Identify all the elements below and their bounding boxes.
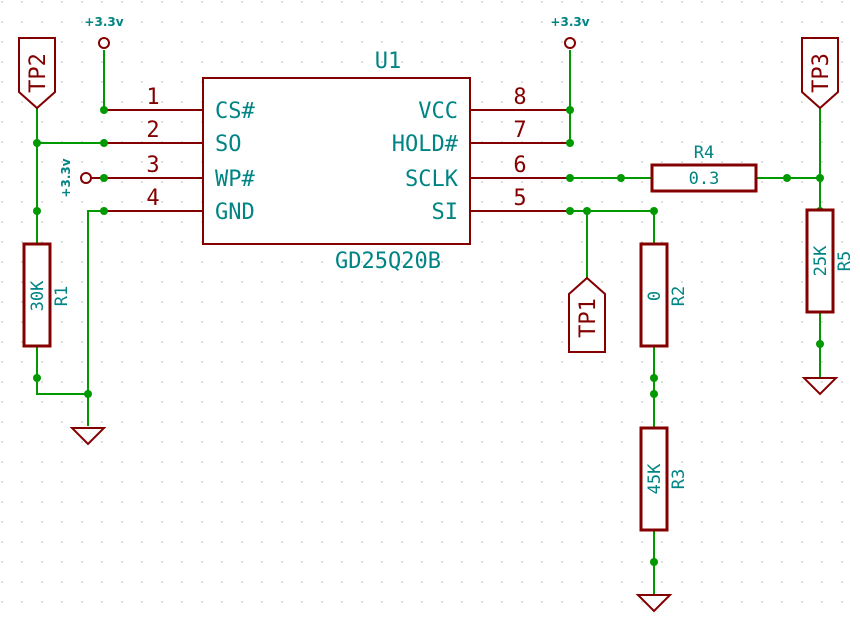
test-point-label: TP2	[26, 53, 51, 93]
ic-ref: U1	[375, 49, 402, 74]
junction-dot	[650, 374, 658, 382]
resistor-value: 0	[645, 291, 665, 301]
power-label-left: +3.3v	[84, 15, 123, 29]
junction-dot	[566, 207, 574, 215]
test-point-label: TP1	[576, 298, 601, 338]
junction-dot	[783, 174, 791, 182]
test-point-flag-icon	[801, 37, 839, 110]
resistor-r3: 45K R3	[639, 426, 689, 532]
pin-5-name: SI	[432, 200, 459, 225]
junction-dot	[566, 139, 574, 147]
junction-dot	[650, 207, 658, 215]
junction-dot	[617, 174, 625, 182]
resistor-body	[639, 242, 669, 348]
test-point-flag-icon	[18, 37, 56, 110]
pin-6-number: 6	[513, 153, 526, 178]
ic-u1: U1 GD25Q20B 1 2 3 4 CS# SO WP# GND 8 7 6…	[104, 49, 570, 274]
junction-dot	[650, 390, 658, 398]
junction-dot	[816, 174, 824, 182]
power-terminal-icon	[80, 172, 92, 184]
ground-r5	[801, 377, 839, 396]
resistor-ref: R3	[669, 469, 689, 489]
junction-dot	[650, 558, 658, 566]
junction-dot	[816, 340, 824, 348]
pin-2-number: 2	[146, 118, 159, 143]
resistor-body	[650, 163, 758, 193]
pin-5-number: 5	[513, 186, 526, 211]
resistor-body	[22, 242, 52, 348]
pin-3-name: WP#	[215, 167, 255, 192]
test-point-label: TP3	[809, 53, 834, 93]
resistor-r1: 30K R1	[22, 242, 72, 348]
pin-4-name: GND	[215, 200, 255, 225]
power-label-right: +3.3v	[550, 15, 589, 29]
junction-dot	[100, 106, 108, 114]
pin-8-name: VCC	[418, 99, 458, 124]
resistor-value: 0.3	[689, 169, 720, 189]
power-label-wp: +3.3v	[59, 158, 73, 197]
resistor-value: 45K	[645, 463, 665, 494]
power-right-top: +3.3v	[550, 15, 590, 49]
wire-r1-gnd	[36, 346, 88, 395]
resistor-body	[639, 426, 669, 532]
test-point-tp2: TP2	[18, 37, 56, 110]
resistor-value: 30K	[28, 280, 48, 311]
resistor-ref: R1	[52, 286, 72, 306]
pin-6-name: SCLK	[405, 167, 459, 192]
resistor-r4: 0.3 R4	[650, 143, 758, 193]
resistor-ref: R5	[835, 251, 855, 271]
power-terminal-icon	[98, 37, 110, 49]
resistor-ref: R2	[669, 286, 689, 306]
ic-part-number: GD25Q20B	[335, 249, 441, 274]
resistor-value: 25K	[811, 245, 831, 276]
junction-dot	[566, 174, 574, 182]
junction-dot	[566, 106, 574, 114]
power-terminal-icon	[564, 37, 576, 49]
ground-left	[69, 427, 107, 446]
junction-dot	[33, 374, 41, 382]
test-point-tp1: TP1	[568, 276, 606, 353]
ground-icon	[69, 427, 107, 446]
power-wp: +3.3v	[59, 158, 104, 198]
pin-4-number: 4	[146, 186, 159, 211]
power-left-top: +3.3v	[84, 15, 124, 49]
junction-dot	[583, 207, 591, 215]
junction-dot	[33, 139, 41, 147]
pin-2-name: SO	[215, 132, 242, 157]
ground-r3	[635, 594, 673, 613]
pin-1-name: CS#	[215, 99, 255, 124]
junctions	[33, 106, 824, 566]
pin-3-number: 3	[146, 153, 159, 178]
ic-body	[202, 77, 471, 245]
pin-8-number: 8	[513, 85, 526, 110]
resistor-r2: 0 R2	[639, 242, 689, 348]
ground-icon	[635, 594, 673, 613]
junction-dot	[84, 390, 92, 398]
test-point-flag-icon	[568, 276, 606, 353]
resistor-ref: R4	[694, 143, 714, 163]
junction-dot	[33, 207, 41, 215]
junction-dot	[100, 174, 108, 182]
pin-7-number: 7	[513, 118, 526, 143]
test-point-tp3: TP3	[801, 37, 839, 110]
resistor-r5: 25K R5	[805, 208, 855, 314]
pin-1-number: 1	[146, 85, 159, 110]
junction-dot	[100, 139, 108, 147]
pin-7-name: HOLD#	[392, 132, 459, 157]
junction-dot	[100, 207, 108, 215]
resistor-body	[805, 208, 835, 314]
ground-icon	[801, 377, 839, 396]
wire-gnd	[87, 210, 104, 426]
